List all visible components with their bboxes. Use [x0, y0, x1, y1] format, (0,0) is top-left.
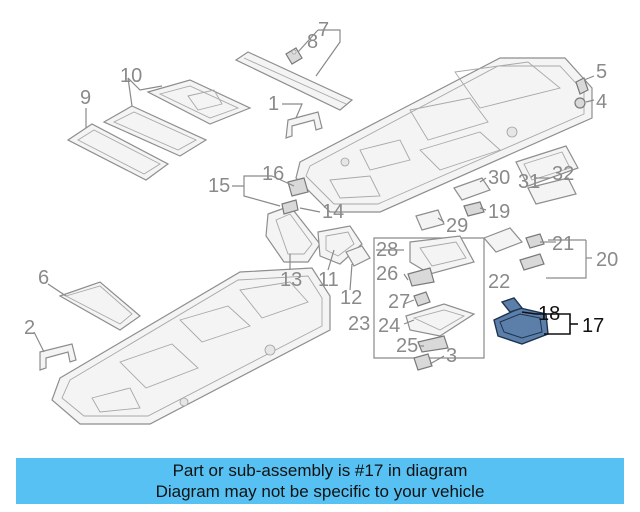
callout-30: 30	[488, 167, 510, 189]
callout-21: 21	[552, 233, 574, 255]
callout-27: 27	[388, 291, 410, 313]
headliner-upper	[295, 57, 593, 213]
console-31	[515, 145, 579, 187]
headliner-lower	[51, 267, 331, 425]
parts-diagram: 7 8 10 9 1 5 4 16 15 14 13 11 12 6 2 28 …	[24, 19, 618, 425]
bulb-22	[519, 253, 545, 271]
trim-strip-7	[234, 51, 354, 111]
cover-25	[417, 335, 449, 353]
callout-19: 19	[488, 201, 510, 223]
bulb-18	[500, 297, 524, 313]
callout-17: 17	[582, 315, 604, 337]
leader-lines	[33, 29, 595, 365]
clip-4	[574, 97, 586, 109]
callout-4: 4	[596, 91, 607, 113]
callout-25: 25	[396, 335, 418, 357]
callout-23: 23	[348, 313, 370, 335]
callout-16: 16	[262, 163, 284, 185]
callout-9: 9	[80, 87, 91, 109]
clip-5	[575, 77, 589, 95]
callout-8: 8	[307, 31, 318, 53]
callout-28: 28	[376, 239, 398, 261]
clip-21	[525, 233, 545, 249]
callout-15: 15	[208, 175, 230, 197]
callout-1: 1	[268, 93, 279, 115]
callout-29: 29	[446, 215, 468, 237]
callout-31: 31	[518, 171, 540, 193]
callout-12: 12	[340, 287, 362, 309]
banner-line-1: Part or sub-assembly is #17 in diagram	[172, 461, 468, 480]
callout-3: 3	[446, 345, 457, 367]
lamp-30	[453, 177, 491, 201]
callout-6: 6	[38, 267, 49, 289]
clip-3	[413, 353, 433, 371]
callout-7: 7	[318, 19, 329, 41]
bracket-16	[287, 177, 309, 197]
callout-14: 14	[322, 201, 344, 223]
callout-13: 13	[280, 269, 302, 291]
pad-10-b	[146, 79, 252, 125]
callout-2: 2	[24, 317, 35, 339]
callout-labels: 7 8 10 9 1 5 4 16 15 14 13 11 12 6 2 28 …	[24, 19, 618, 367]
info-banner: Part or sub-assembly is #17 in diagram D…	[16, 458, 624, 504]
lens-26	[407, 267, 435, 287]
sun-visor-13	[265, 205, 321, 263]
lamp-29	[415, 209, 445, 231]
banner-line-2: Diagram may not be specific to your vehi…	[155, 482, 485, 501]
pad-9	[66, 123, 170, 181]
callout-11: 11	[318, 269, 339, 291]
callout-5: 5	[596, 61, 607, 83]
callout-26: 26	[376, 263, 398, 285]
bulb-27	[413, 291, 431, 307]
lens-32	[527, 177, 577, 205]
cover-24	[405, 303, 476, 337]
cap-12	[345, 245, 371, 267]
callout-10: 10	[120, 65, 142, 87]
console-28	[409, 235, 475, 275]
callout-32: 32	[552, 163, 574, 185]
pad-10-a	[102, 105, 208, 157]
callout-22: 22	[488, 271, 510, 293]
grab-handle-1	[285, 111, 323, 139]
grab-handle-2	[39, 343, 77, 371]
sunroof-glass-6	[58, 281, 141, 331]
callout-24: 24	[378, 315, 400, 337]
lamp-22	[482, 227, 524, 253]
clip-14	[281, 199, 299, 215]
bracket-19	[463, 201, 485, 217]
callout-18: 18	[538, 303, 560, 325]
callout-20: 20	[596, 249, 618, 271]
